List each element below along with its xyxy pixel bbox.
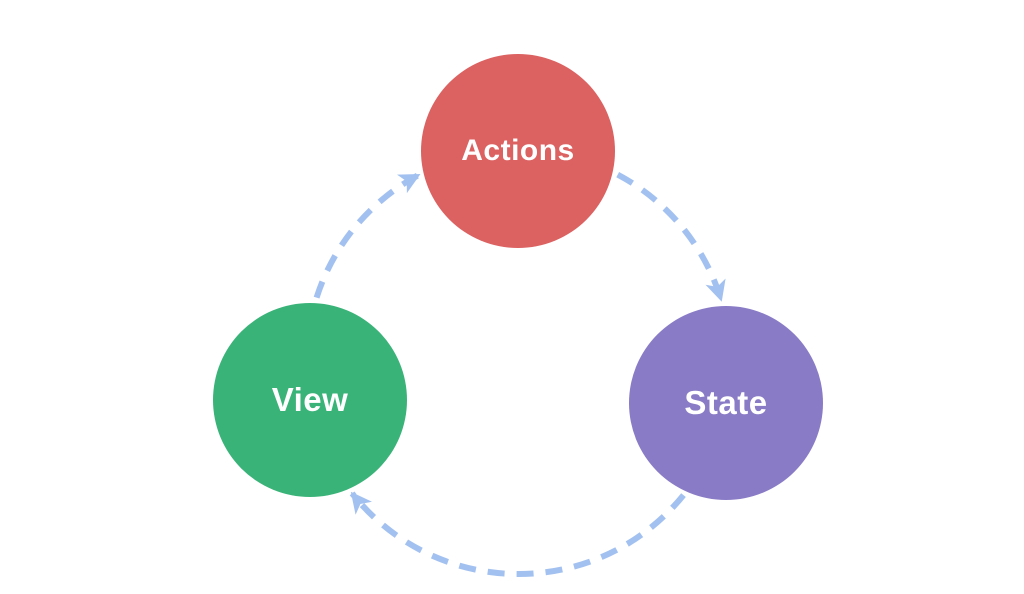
node-view-label: View	[271, 381, 349, 418]
node-actions-label: Actions	[461, 134, 575, 167]
node-view: View	[213, 303, 407, 497]
node-state: State	[629, 306, 823, 500]
edge-state-to-view	[349, 491, 686, 578]
edge-actions-to-state	[616, 171, 726, 302]
node-actions: Actions	[421, 54, 615, 248]
edge-view-to-actions	[313, 172, 421, 299]
node-state-label: State	[684, 384, 768, 421]
